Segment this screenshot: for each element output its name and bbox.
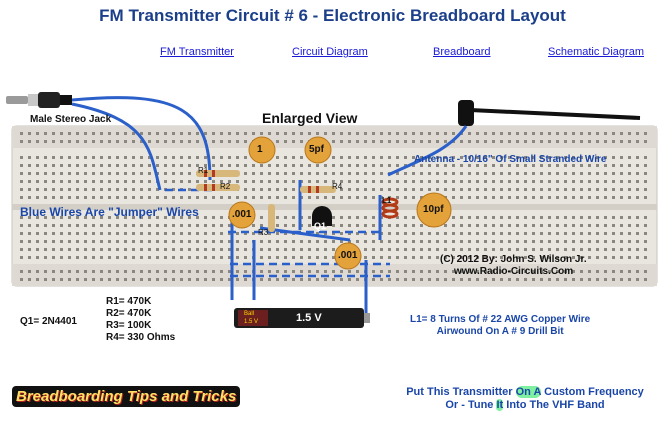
cap-label-c2: 5pf: [309, 144, 324, 155]
promo-line-2: Or - Tune It Into The VHF Band: [386, 399, 664, 412]
copyright-line-1: (C) 2012 By: John S. Wilson Jr.: [440, 254, 587, 265]
transistor-q1-icon: [312, 206, 332, 226]
parts-list-resistors: R1= 470K R2= 470K R3= 100K R4= 330 Ohms: [106, 296, 175, 344]
antenna-icon: [458, 100, 641, 126]
res-label-r3: R3: [258, 228, 269, 237]
promo-text-c: Or - Tune: [445, 399, 497, 411]
res-label-r4: R4: [332, 182, 343, 191]
jumper-wires-label: Blue Wires Are "Jumper" Wires: [20, 205, 199, 219]
cap-label-c1: 1: [257, 144, 263, 155]
enlarged-view-heading: Enlarged View: [262, 110, 358, 126]
antenna-label: Antenna - 10/16" Of Small Stranded Wire: [414, 154, 607, 165]
custom-frequency-promo[interactable]: Put This Transmitter On A Custom Frequen…: [386, 386, 664, 412]
breadboarding-tips-button[interactable]: Breadboarding Tips and Tricks: [12, 386, 241, 407]
part-r2: R2= 470K: [106, 308, 152, 319]
nav-link-breadboard[interactable]: Breadboard: [433, 46, 491, 58]
copyright-notice: (C) 2012 By: John S. Wilson Jr. www.Radi…: [440, 254, 587, 278]
part-r1: R1= 470K: [106, 296, 152, 307]
transistor-label: Q1: [314, 221, 327, 231]
promo-highlight-2: It: [496, 399, 504, 411]
promo-text-a: Put This Transmitter: [406, 386, 516, 398]
stereo-jack-label: Male Stereo Jack: [30, 114, 112, 125]
coil-description-line-1: L1= 8 Turns Of # 22 AWG Copper Wire: [410, 314, 591, 325]
coil-l1-icon: [381, 197, 399, 219]
center-channel: [12, 204, 657, 210]
res-label-r2: R2: [220, 182, 231, 191]
res-label-r1: R1: [198, 166, 209, 175]
promo-text-d: Into The VHF Band: [503, 399, 605, 411]
breadboard-holes: [20, 132, 647, 281]
battery-icon: [234, 308, 370, 328]
coil-description: L1= 8 Turns Of # 22 AWG Copper Wire Airw…: [410, 314, 590, 338]
nav-link-schematic-diagram[interactable]: Schematic Diagram: [548, 46, 644, 58]
battery-small-label: 1.5 V: [244, 319, 259, 325]
promo-text-b: Custom Frequency: [541, 386, 644, 398]
jumper-wires: [71, 96, 468, 322]
nav-link-circuit-diagram[interactable]: Circuit Diagram: [292, 46, 368, 58]
battery-brand: Ball: [244, 311, 255, 317]
cap-label-c5: .001: [338, 250, 358, 261]
coil-description-line-2: Airwound On A # 9 Drill Bit: [436, 326, 564, 337]
part-r3: R3= 100K: [106, 320, 152, 331]
part-q1: Q1= 2N4401: [20, 316, 77, 327]
stereo-jack-icon: [6, 92, 72, 108]
cap-label-c3: .001: [232, 209, 252, 220]
copyright-line-2: www.Radio-Circuits.Com: [454, 266, 574, 277]
capacitors: [228, 136, 452, 270]
resistors: [196, 170, 336, 232]
cap-label-c4: 10pf: [423, 204, 444, 215]
coil-label: L1: [382, 196, 392, 205]
battery-label: 1.5 V: [296, 312, 322, 324]
promo-line-1: Put This Transmitter On A Custom Frequen…: [386, 386, 664, 399]
page-title: FM Transmitter Circuit # 6 - Electronic …: [99, 6, 566, 25]
promo-highlight-1: On A: [515, 386, 542, 398]
nav-link-fm-transmitter[interactable]: FM Transmitter: [160, 46, 234, 58]
power-rail-top: [12, 126, 657, 148]
part-r4: R4= 330 Ohms: [106, 332, 176, 343]
